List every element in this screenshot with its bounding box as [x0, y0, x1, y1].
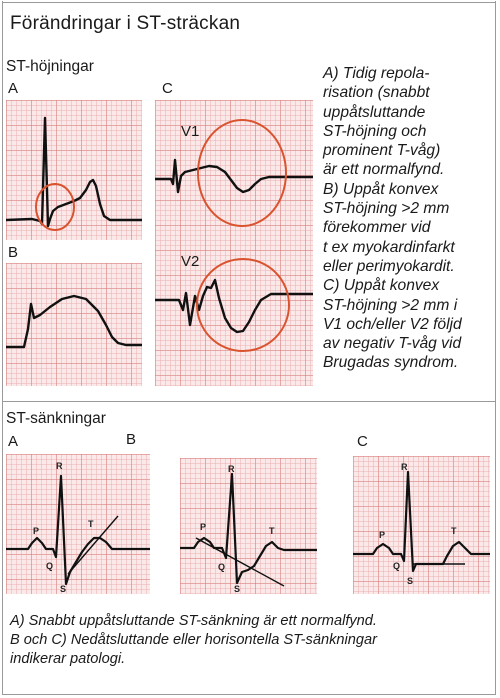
- elevation-panel-a-label: A: [8, 80, 19, 97]
- ecg-trace-dep-c: [353, 470, 490, 573]
- ecg-trace-v1: [155, 158, 313, 194]
- wave-label-t-a: T: [88, 519, 94, 529]
- highlight-circle-v2: [196, 258, 290, 352]
- ecg-trace-dep-a: [6, 474, 150, 586]
- depression-panel-b-label: B: [126, 431, 137, 448]
- wave-label-q-a: Q: [46, 561, 53, 571]
- elevation-panel-b-label: B: [8, 244, 19, 261]
- lead-label-v1: V1: [181, 123, 200, 140]
- wave-label-p-c: P: [379, 530, 385, 540]
- depression-panel-a-label: A: [8, 433, 19, 450]
- section-divider: [2, 401, 496, 402]
- top-rule: [2, 2, 496, 3]
- ecg-strip-horizontal-depression: P R Q S T: [353, 456, 490, 594]
- elevation-panel-c-label: C: [162, 80, 173, 97]
- depression-panel-c-label: C: [357, 433, 368, 450]
- wave-label-q-c: Q: [393, 561, 400, 571]
- elevation-description: A) Tidig repola- risation (snabbt uppåts…: [323, 65, 462, 372]
- wave-label-p-b: P: [200, 522, 206, 532]
- ecg-strip-brugada: [155, 100, 313, 386]
- wave-label-s-b: S: [234, 584, 240, 594]
- wave-label-r-b: R: [228, 464, 235, 474]
- ecg-trace-b: [6, 294, 142, 349]
- wave-label-r-c: R: [401, 462, 408, 472]
- wave-label-r-a: R: [56, 461, 63, 471]
- wave-label-s-c: S: [407, 576, 413, 586]
- wave-label-t-c: T: [451, 526, 457, 536]
- ecg-strip-early-repolarisation: [6, 100, 142, 240]
- highlight-circle-a: [35, 183, 75, 231]
- wave-label-q-b: Q: [218, 562, 225, 572]
- ecg-trace-dep-b: [180, 472, 317, 585]
- wave-label-s-a: S: [60, 584, 66, 594]
- wave-label-t-b: T: [269, 526, 275, 536]
- wave-label-p-a: P: [33, 526, 39, 536]
- st-slope-line-a: [67, 515, 119, 575]
- depression-heading: ST-sänkningar: [6, 410, 106, 427]
- ecg-trace-v2: [155, 278, 313, 334]
- lead-label-v2: V2: [181, 253, 200, 270]
- depression-caption: A) Snabbt uppåtsluttande ST-sänkning är …: [10, 613, 377, 667]
- highlight-circle-v1: [197, 119, 287, 227]
- figure-title: Förändringar i ST-sträckan: [10, 13, 241, 34]
- ecg-strip-convex-elevation: [6, 263, 142, 386]
- ecg-strip-downsloping-depression: P R Q S T: [180, 458, 317, 594]
- elevation-heading: ST-höjningar: [6, 58, 94, 75]
- ecg-strip-upsloping-depression: P R Q S T: [6, 454, 150, 594]
- st-slope-line-b: [195, 537, 285, 587]
